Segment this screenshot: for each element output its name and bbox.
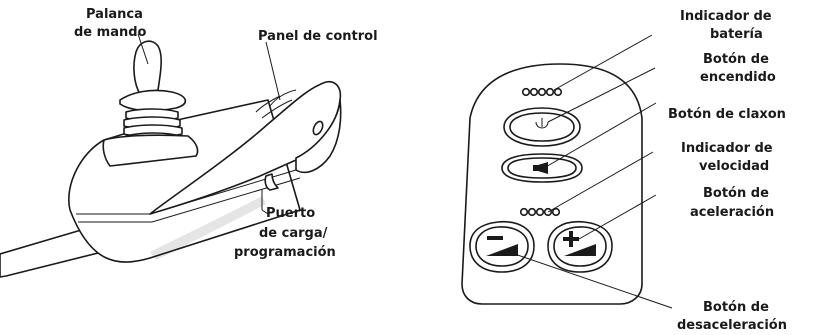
joystick-label-line2: de mando (74, 25, 147, 40)
decel-leader (502, 249, 673, 309)
plus-icon (563, 231, 596, 256)
horn-button[interactable] (501, 153, 583, 183)
port-label-line2: de carga/ (259, 226, 328, 241)
accel-leader (578, 194, 657, 240)
speed-label-line2: velocidad (699, 159, 769, 174)
decel-label-line1: Botón de (703, 300, 769, 315)
battery-leader (553, 34, 653, 91)
controller-side-view (0, 40, 342, 278)
control-panel-front (461, 63, 643, 305)
left-labels: Palanca de mando Panel de control Puerto… (74, 7, 378, 260)
joystick (102, 40, 199, 167)
horn-icon (533, 162, 548, 174)
horn-leader (543, 102, 657, 169)
horn-label: Botón de claxon (668, 107, 786, 122)
speed-label-line1: Indicador de (681, 141, 773, 156)
accel-label-line2: aceleración (690, 205, 774, 220)
port-label-line3: programación (234, 245, 336, 260)
mounting-arm (0, 227, 99, 278)
battery-indicator (521, 87, 563, 97)
battery-label-line2: batería (710, 27, 763, 42)
control-panel-label: Panel de control (258, 29, 378, 44)
speed-leader (547, 151, 654, 213)
joystick-leader (137, 33, 149, 65)
decel-label-line2: desaceleración (677, 318, 787, 333)
minus-icon (486, 236, 518, 256)
joystick-label-line1: Palanca (86, 7, 143, 22)
right-leader-lines (502, 34, 673, 309)
power-label-line2: encendido (700, 70, 776, 85)
power-leader (547, 67, 656, 123)
power-button[interactable] (503, 107, 581, 147)
battery-label-line1: Indicador de (680, 9, 772, 24)
port-label-line1: Puerto (266, 206, 315, 221)
control-panel-leader (265, 41, 281, 101)
accel-label-line1: Botón de (703, 186, 769, 201)
left-leader-lines (137, 33, 281, 215)
right-labels: Indicador de batería Botón de encendido … (668, 9, 787, 333)
power-label-line1: Botón de (703, 52, 769, 67)
decelerate-button[interactable] (469, 221, 535, 273)
accelerate-button[interactable] (547, 221, 613, 273)
speed-indicator (519, 207, 561, 217)
power-icon (535, 118, 549, 129)
